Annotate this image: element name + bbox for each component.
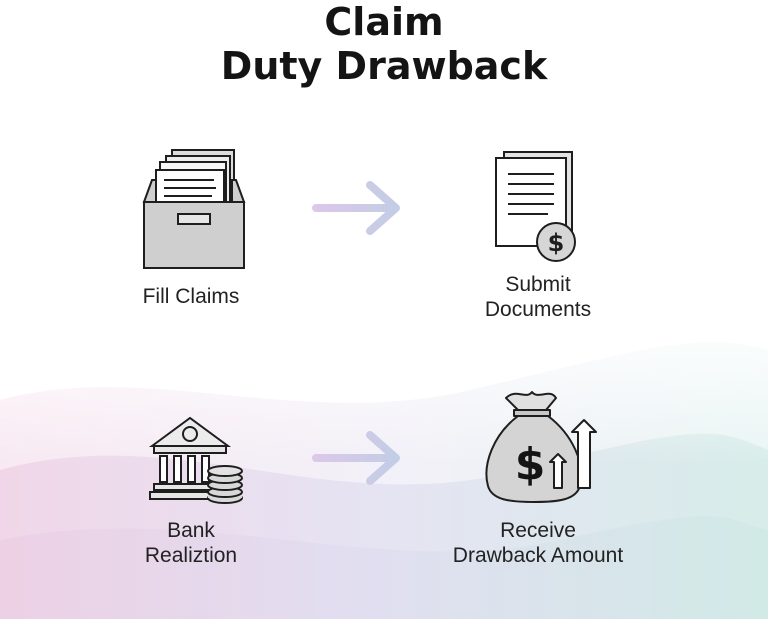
arrow-right-icon — [312, 431, 400, 485]
document-dollar-icon: $ — [495, 151, 576, 262]
bank-coins-icon — [148, 416, 243, 504]
bag-symbol: $ — [515, 439, 546, 490]
step-label: Fill Claims — [91, 284, 291, 309]
step-label-line: Fill Claims — [142, 285, 240, 308]
step-label-line: Bank — [167, 519, 215, 542]
money-bag-icon: $ — [485, 391, 597, 503]
title-line-1: Claim — [324, 0, 444, 44]
file-box-icon — [142, 149, 246, 269]
step-label-line: Realiztion — [144, 544, 238, 567]
step-label-line: Receive — [500, 519, 576, 542]
step-label-line: Submit — [505, 273, 571, 296]
arrow-right-icon — [312, 181, 400, 235]
coin-symbol: $ — [548, 229, 565, 257]
step-label: Receive Drawback Amount — [418, 518, 658, 568]
step-label-line: Documents — [484, 298, 592, 321]
title-line-2: Duty Drawback — [220, 44, 548, 88]
step-label: Submit Documents — [438, 272, 638, 322]
step-label-line: Drawback Amount — [452, 544, 624, 567]
step-label: Bank Realiztion — [91, 518, 291, 568]
